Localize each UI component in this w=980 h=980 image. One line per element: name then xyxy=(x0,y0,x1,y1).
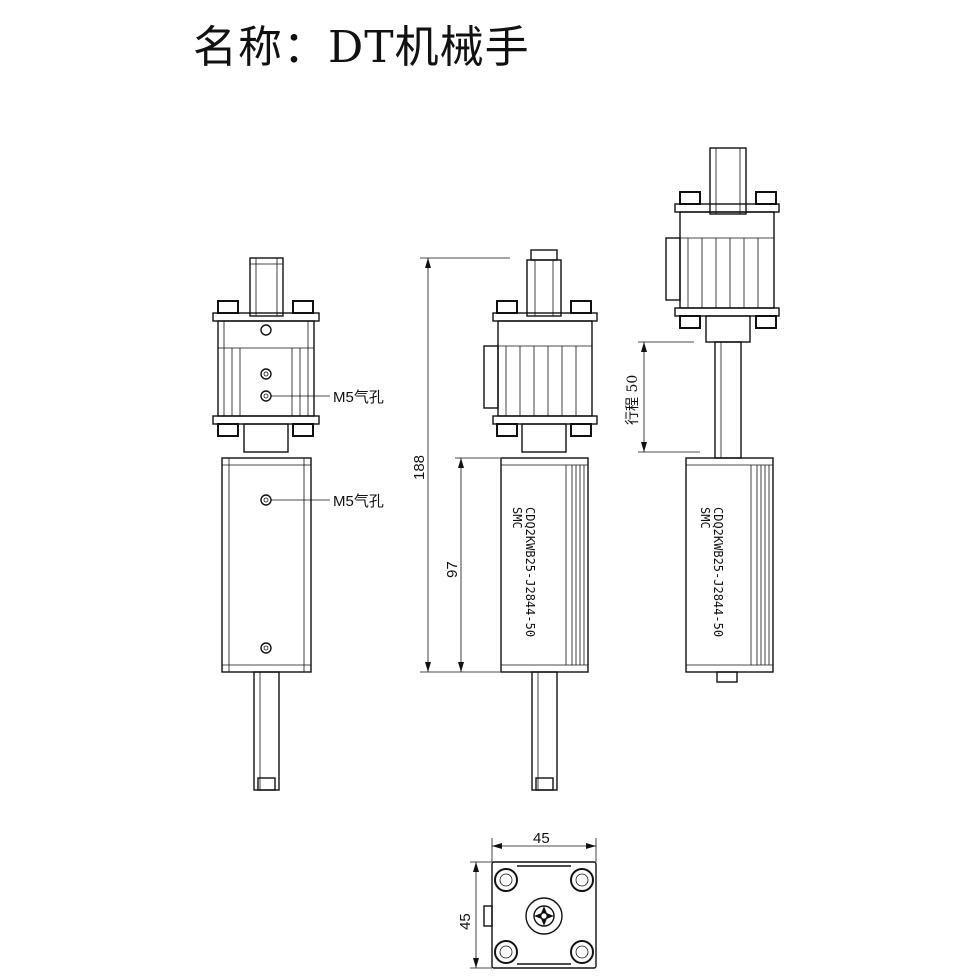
ext-cylinder xyxy=(685,457,774,673)
front-port-hole-2 xyxy=(260,390,272,402)
bottom-view: 45 45 xyxy=(457,830,597,969)
side-top-fitting xyxy=(526,259,562,317)
extended-view: CDQ2KWB25-J2844-50 SMC 行程 50 xyxy=(625,147,780,683)
bottom-bolt-br xyxy=(570,940,594,964)
side-cylinder-model: CDQ2KWB25-J2844-50 xyxy=(523,507,537,637)
front-cylinder-port xyxy=(260,494,272,506)
front-piston-rod xyxy=(253,671,280,791)
dim-height: 45 xyxy=(457,913,474,930)
drawing-title: 名称：DT机械手 xyxy=(193,22,530,73)
front-top-fitting xyxy=(249,257,284,317)
front-bottom-plate xyxy=(212,415,320,425)
ext-top-fitting xyxy=(709,147,747,215)
side-port-boss xyxy=(483,345,499,409)
front-bolt-top-right xyxy=(292,300,314,314)
front-top-plate xyxy=(212,312,320,322)
ext-cylinder-brand: SMC xyxy=(698,507,712,529)
ext-piston-rod xyxy=(714,341,742,459)
port-label-lower: M5气孔 xyxy=(333,493,384,510)
front-cylinder xyxy=(221,457,312,673)
front-port-hole-1 xyxy=(260,368,272,380)
dim-cylinder-height: 97 xyxy=(444,561,461,578)
dim-width: 45 xyxy=(533,830,550,847)
ext-cylinder-model: CDQ2KWB25-J2844-50 xyxy=(711,507,725,637)
front-neck xyxy=(243,423,289,453)
bottom-bolt-tl xyxy=(494,868,518,892)
front-mount-hole xyxy=(260,324,272,336)
side-cylinder-brand: SMC xyxy=(510,507,524,529)
front-bolt-bottom-right xyxy=(292,423,314,437)
front-cylinder-port-lower xyxy=(260,642,272,654)
front-bolt-top-left xyxy=(217,300,239,314)
side-cylinder xyxy=(500,457,589,673)
front-view: M5气孔 M5气孔 xyxy=(212,257,384,791)
stroke-label: 行程 50 xyxy=(625,375,641,425)
port-label-upper: M5气孔 xyxy=(333,389,384,406)
side-piston-rod xyxy=(531,671,558,791)
bottom-center-coupling xyxy=(525,897,563,935)
bottom-bolt-tr xyxy=(570,868,594,892)
dim-total-height: 188 xyxy=(411,455,428,480)
ext-rotary-block xyxy=(679,211,775,309)
side-view: CDQ2KWB25-J2844-50 SMC 188 97 xyxy=(411,249,598,791)
bottom-bolt-bl xyxy=(494,940,518,964)
side-rotary-block xyxy=(497,320,593,417)
front-bolt-bottom-left xyxy=(217,423,239,437)
